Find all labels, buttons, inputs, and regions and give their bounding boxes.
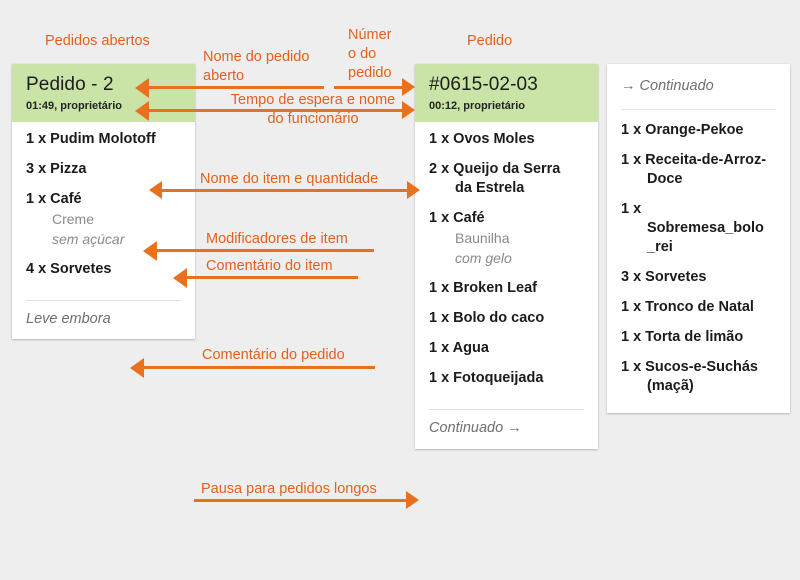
list-item[interactable]: 1 x Ovos Moles (429, 130, 584, 149)
list-item[interactable]: 1 x Torta de limão (621, 328, 776, 347)
item-label: 1 x Broken Leaf (429, 280, 537, 296)
item-label: 1 x Ovos Moles (429, 131, 535, 147)
open-order-title: Pedido - 2 (26, 74, 114, 95)
divider (621, 109, 776, 110)
item-label: 3 x Pizza (26, 161, 87, 177)
item-label: 1 x Tronco de Natal (621, 299, 754, 315)
item-label: 4 x Sorvetes (26, 261, 112, 277)
item-label-wrap: Sobremesa_bolo _rei (647, 220, 764, 255)
item-label: 1 x Bolo do caco (429, 310, 545, 326)
list-item[interactable]: 1 x Broken Leaf (429, 279, 584, 298)
arrow-right-icon: → (507, 420, 522, 436)
continued-footer-label: Continuado (429, 420, 504, 436)
list-item[interactable]: 1 x Sucos-e-Suchás (maçã) (621, 358, 776, 396)
annotation-item-comment-line (186, 276, 358, 279)
annotation-wait-time-label: Tempo de espera e nome do funcionário (230, 92, 396, 127)
list-item[interactable]: 1 x Fotoqueijada (429, 369, 584, 388)
continued-item-list: 1 x Orange-Pekoe 1 x Receita-de-Arroz- D… (607, 110, 790, 413)
item-label: 1 x Pudim Molotoff (26, 131, 156, 147)
list-item[interactable]: 1 x Café Creme sem açúcar (26, 190, 181, 249)
annotation-item-comment-label: Comentário do item (206, 258, 333, 274)
item-label: 3 x Sorvetes (621, 269, 707, 285)
item-label-wrap: Doce (647, 171, 683, 187)
order-card-header: #0615-02-03 00:12, proprietário (415, 64, 598, 122)
list-item[interactable]: 4 x Sorvetes (26, 260, 181, 279)
annotation-order-comment-line (143, 366, 375, 369)
annotation-order-name-line (148, 86, 324, 89)
arrow-left-icon (135, 78, 149, 98)
item-label: 2 x Queijo da Serra (429, 161, 561, 177)
item-label: 1 x Fotoqueijada (429, 370, 544, 386)
arrow-left-icon (173, 268, 187, 288)
arrow-right-icon: → (621, 78, 636, 94)
annotation-item-modifiers-line (156, 249, 374, 252)
annotation-order-comment-label: Comentário do pedido (202, 347, 345, 363)
open-order-card-header: Pedido - 2 01:49, proprietário (12, 64, 195, 122)
list-item[interactable]: 3 x Pizza (26, 160, 181, 179)
arrow-left-icon (149, 181, 162, 199)
item-label: 1 x Receita-de-Arroz- (621, 152, 767, 168)
continued-footer: Continuado → (415, 410, 598, 449)
annotation-long-order-break-label: Pausa para pedidos longos (201, 481, 377, 497)
open-order-meta: 01:49, proprietário (26, 100, 122, 112)
list-item[interactable]: 2 x Queijo da Serra da Estrela (429, 160, 584, 198)
annotation-item-modifiers-label: Modificadores de item (206, 231, 348, 247)
item-label: 1 x Sucos-e-Suchás (621, 359, 758, 375)
item-label: 1 x Café (429, 210, 485, 226)
item-label: 1 x Torta de limão (621, 329, 744, 345)
list-item[interactable]: 1 x Agua (429, 339, 584, 358)
annotation-long-order-break-line (194, 499, 406, 502)
item-note: sem açúcar (52, 231, 125, 247)
item-label: 1 x (621, 201, 642, 217)
arrow-right-icon (402, 78, 415, 96)
item-label-wrap: (maçã) (647, 378, 694, 394)
list-item[interactable]: 1 x Sobremesa_bolo _rei (621, 200, 776, 257)
order-card[interactable]: #0615-02-03 00:12, proprietário 1 x Ovos… (415, 64, 598, 449)
order-item-list: 1 x Ovos Moles 2 x Queijo da Serra da Es… (415, 122, 598, 405)
item-label: 1 x Agua (429, 340, 489, 356)
item-modifier: Baunilha (455, 230, 510, 246)
arrow-left-icon (130, 358, 144, 378)
annotation-item-name-qty-label: Nome do item e quantidade (200, 171, 379, 187)
item-label: 1 x Orange-Pekoe (621, 122, 744, 138)
list-item[interactable]: 1 x Pudim Molotoff (26, 130, 181, 149)
arrow-left-icon (135, 101, 149, 121)
arrow-left-icon (143, 241, 157, 261)
divider (429, 409, 584, 410)
annotation-order-name-label: Nome do pedido aberto (203, 49, 310, 84)
arrow-right-icon (407, 181, 420, 199)
list-item[interactable]: 1 x Café Baunilha com gelo (429, 209, 584, 268)
list-item[interactable]: 1 x Tronco de Natal (621, 298, 776, 317)
annotation-item-name-qty-line (162, 189, 407, 192)
item-label-wrap: da Estrela (455, 180, 525, 196)
item-label: 1 x Café (26, 191, 82, 207)
order-meta: 00:12, proprietário (429, 100, 525, 112)
continued-header: → Continuado (607, 64, 790, 105)
list-item[interactable]: 1 x Orange-Pekoe (621, 121, 776, 140)
continued-order-card[interactable]: → Continuado 1 x Orange-Pekoe 1 x Receit… (607, 64, 790, 413)
item-note: com gelo (455, 250, 512, 266)
arrow-right-icon (402, 101, 415, 119)
divider (26, 300, 181, 301)
order-comment: Leve embora (26, 311, 111, 327)
heading-open-orders: Pedidos abertos (45, 33, 150, 49)
order-number: #0615-02-03 (429, 74, 538, 95)
annotation-order-number-line (334, 86, 402, 89)
list-item[interactable]: 1 x Receita-de-Arroz- Doce (621, 151, 776, 189)
annotation-order-number-label: Númer o do pedido (348, 27, 392, 81)
heading-order: Pedido (467, 33, 513, 49)
item-modifier: Creme (52, 211, 95, 227)
list-item[interactable]: 3 x Sorvetes (621, 268, 776, 287)
continued-header-label: Continuado (639, 78, 714, 94)
annotation-wait-time-line (148, 109, 402, 112)
open-order-item-list: 1 x Pudim Molotoff 3 x Pizza 1 x Café Cr… (12, 122, 195, 296)
arrow-right-icon (406, 491, 419, 509)
list-item[interactable]: 1 x Bolo do caco (429, 309, 584, 328)
open-order-card[interactable]: Pedido - 2 01:49, proprietário 1 x Pudim… (12, 64, 195, 339)
